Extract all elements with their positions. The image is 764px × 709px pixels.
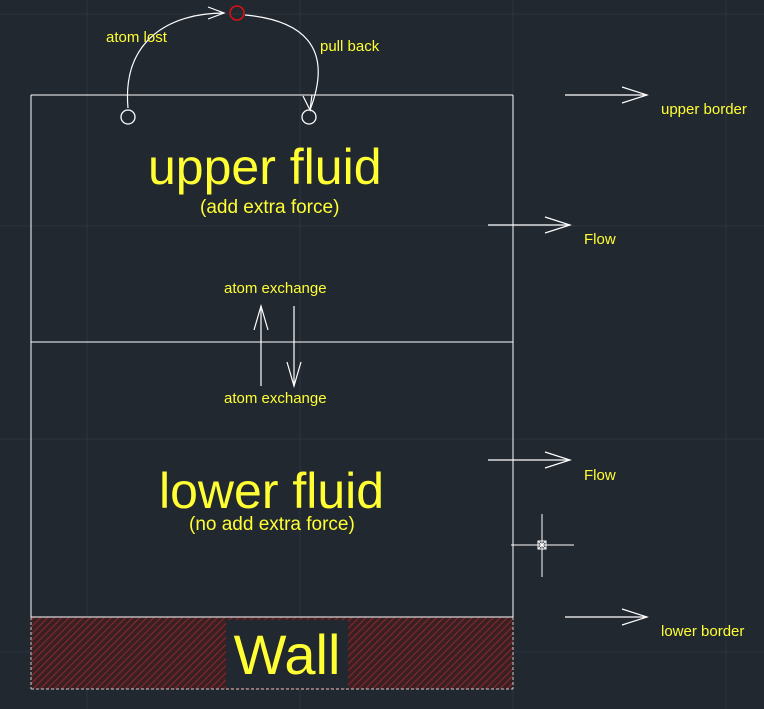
pull-back-arrowhead	[302, 94, 313, 113]
exchange-down-arrowhead	[286, 361, 302, 389]
upper-fluid-title: upper fluid	[148, 139, 382, 195]
upper-fluid-subtitle: (add extra force)	[200, 197, 340, 218]
lost-atom-circle	[229, 5, 245, 21]
atom-lost-arrowhead	[207, 6, 226, 20]
crosshair-cursor	[511, 514, 574, 577]
flow-upper-label: Flow	[584, 231, 616, 248]
lower-border-arrow	[565, 608, 649, 626]
flow-lower-arrow	[488, 451, 572, 469]
atom-left-circle	[120, 109, 136, 125]
atom-lost-label: atom lost	[106, 29, 167, 46]
exchange-bottom-label: atom exchange	[224, 390, 327, 407]
upper-border-arrow	[565, 86, 649, 104]
upper-border-label: upper border	[661, 101, 747, 118]
lower-border-label: lower border	[661, 623, 745, 640]
atom-right-circle	[301, 109, 317, 125]
domain-box	[30, 94, 514, 618]
lower-fluid-subtitle: (no add extra force)	[189, 514, 355, 535]
flow-lower-label: Flow	[584, 467, 616, 484]
flow-upper-arrow	[488, 216, 572, 234]
pull-back-curve-arrow	[244, 14, 319, 111]
lower-fluid-title: lower fluid	[159, 463, 385, 519]
atom-lost-curve-arrow	[126, 12, 225, 109]
pull-back-label: pull back	[320, 38, 380, 55]
exchange-top-label: atom exchange	[224, 280, 327, 297]
exchange-up-arrowhead	[253, 303, 269, 331]
wall-label: Wall	[226, 620, 348, 688]
